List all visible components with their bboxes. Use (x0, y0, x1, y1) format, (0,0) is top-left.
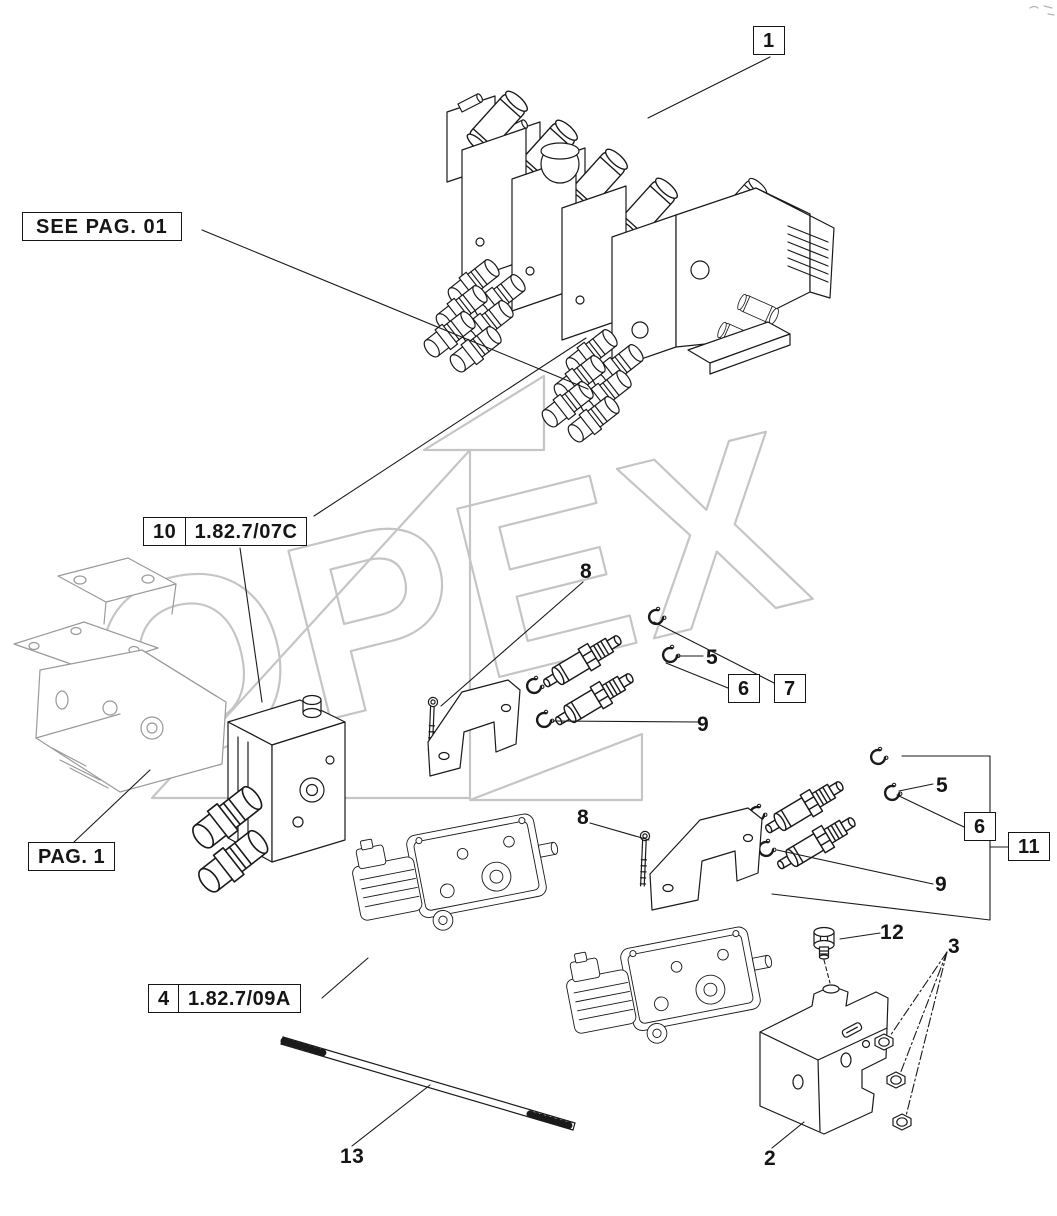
callout-item-2: 2 (764, 1147, 777, 1170)
main-valve-assembly-drawing (419, 87, 835, 448)
valve-section-10-drawing (186, 694, 346, 899)
callout-item-6-upper: 6 (728, 674, 760, 703)
circlip-drawing (881, 781, 904, 804)
callout-item-9-right: 9 (935, 873, 948, 896)
page-ref-4-link[interactable]: 1.82.7/09A (177, 984, 301, 1013)
ref-callout-group-10: 10 1.82.7/07C (143, 517, 308, 546)
callout-item-12: 12 (880, 921, 905, 944)
callout-item-9-upper: 9 (697, 713, 710, 736)
see-page-01-link[interactable]: SEE PAG. 01 (22, 212, 182, 241)
valve-section-a-drawing (346, 804, 570, 946)
callout-item-1: 1 (753, 26, 785, 55)
callout-item-7: 7 (774, 674, 806, 703)
callout-item-5-upper: 5 (706, 646, 719, 669)
callout-item-8-lower: 8 (577, 806, 590, 829)
callout-item-11: 11 (1008, 832, 1051, 861)
callout-item-3: 3 (948, 935, 961, 958)
callout-item-8-upper: 8 (580, 560, 593, 583)
plug-12-drawing (813, 926, 835, 960)
page-ref-10-link[interactable]: 1.82.7/07C (184, 517, 308, 546)
circlip-drawing (867, 745, 890, 768)
watermark-swoosh (468, 732, 644, 802)
bracket-upper-drawing (427, 679, 521, 777)
lock-nut-drawing (886, 1071, 906, 1089)
pin-drawing (841, 1022, 863, 1038)
callout-item-5-right: 5 (936, 774, 949, 797)
callout-item-6-right: 6 (964, 812, 996, 841)
ref-callout-group-4: 4 1.82.7/09A (148, 984, 301, 1013)
page-1-link[interactable]: PAG. 1 (28, 842, 116, 871)
previous-page-valve-ghost-drawing (13, 557, 227, 793)
callout-item-10: 10 (143, 517, 187, 546)
valve-section-b-drawing (560, 917, 784, 1059)
support-plate-2-drawing (759, 984, 889, 1135)
tie-rod-13-drawing (280, 1036, 576, 1131)
lock-nut-drawing (892, 1113, 912, 1131)
scan-artifact (1029, 5, 1055, 16)
callout-item-13: 13 (340, 1145, 365, 1168)
callout-item-4: 4 (148, 984, 180, 1013)
bracket-lower-drawing (649, 807, 763, 911)
